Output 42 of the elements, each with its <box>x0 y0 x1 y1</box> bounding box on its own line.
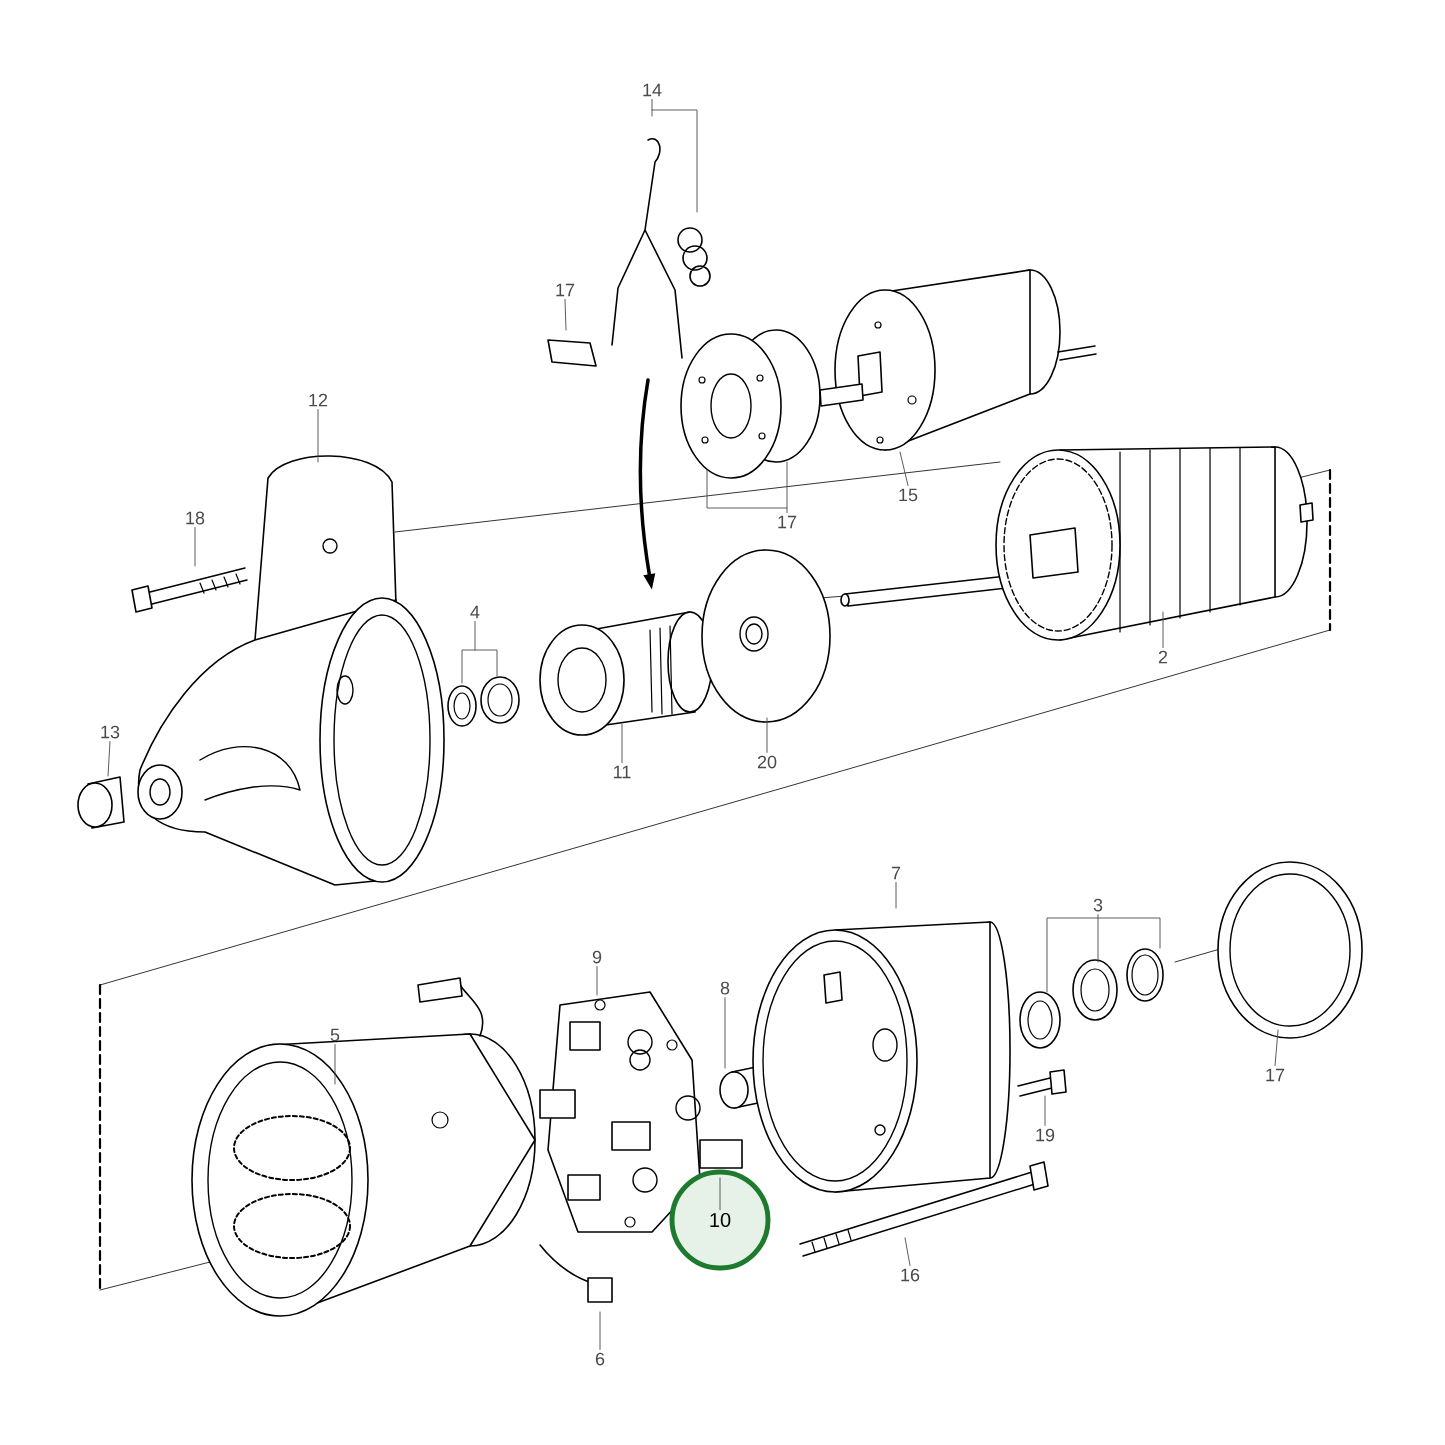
leader-line <box>194 527 196 567</box>
callout-number: 9 <box>592 950 602 964</box>
leader-line <box>895 881 897 909</box>
callout-number: 14 <box>643 83 662 97</box>
callout-number: 2 <box>1158 650 1168 664</box>
leader-line <box>461 620 498 684</box>
callout-number: 11 <box>614 765 631 779</box>
leader-line <box>107 741 111 777</box>
callout-number: 8 <box>720 981 730 995</box>
leader-line <box>564 298 567 331</box>
leader-line <box>899 451 909 486</box>
leader-line <box>596 966 598 996</box>
leader-line <box>334 1044 336 1085</box>
callout-number: 16 <box>901 1268 920 1282</box>
leader-line <box>1274 1029 1279 1067</box>
callout-number: 13 <box>101 725 120 739</box>
callout-number: 4 <box>470 605 480 619</box>
leader-line <box>599 1311 601 1350</box>
leader-line <box>719 1177 721 1211</box>
leader-line <box>766 717 768 753</box>
callout-number: 19 <box>1036 1128 1055 1142</box>
leader-line <box>317 409 319 463</box>
callout-number: 5 <box>330 1028 340 1042</box>
callout-number: 15 <box>899 488 918 502</box>
leader-line <box>1044 1095 1046 1126</box>
leader-line <box>651 98 698 213</box>
callout-number: 17 <box>778 515 797 529</box>
callout-number: 18 <box>186 511 205 525</box>
callout-number: 17 <box>556 283 575 297</box>
callout-number: 17 <box>1266 1068 1285 1082</box>
callout-number: 12 <box>309 393 328 407</box>
leader-line <box>724 997 726 1069</box>
callout-number: 6 <box>595 1352 605 1366</box>
callout-number: 20 <box>757 755 777 769</box>
callout-number: 10 <box>710 1212 731 1228</box>
leader-line <box>706 461 788 514</box>
leader-line <box>621 723 623 764</box>
callout-number: 3 <box>1093 898 1103 912</box>
callout-number: 7 <box>891 866 901 880</box>
leader-line <box>904 1237 911 1266</box>
leader-line <box>1046 914 1161 993</box>
leader-line <box>1162 611 1164 648</box>
